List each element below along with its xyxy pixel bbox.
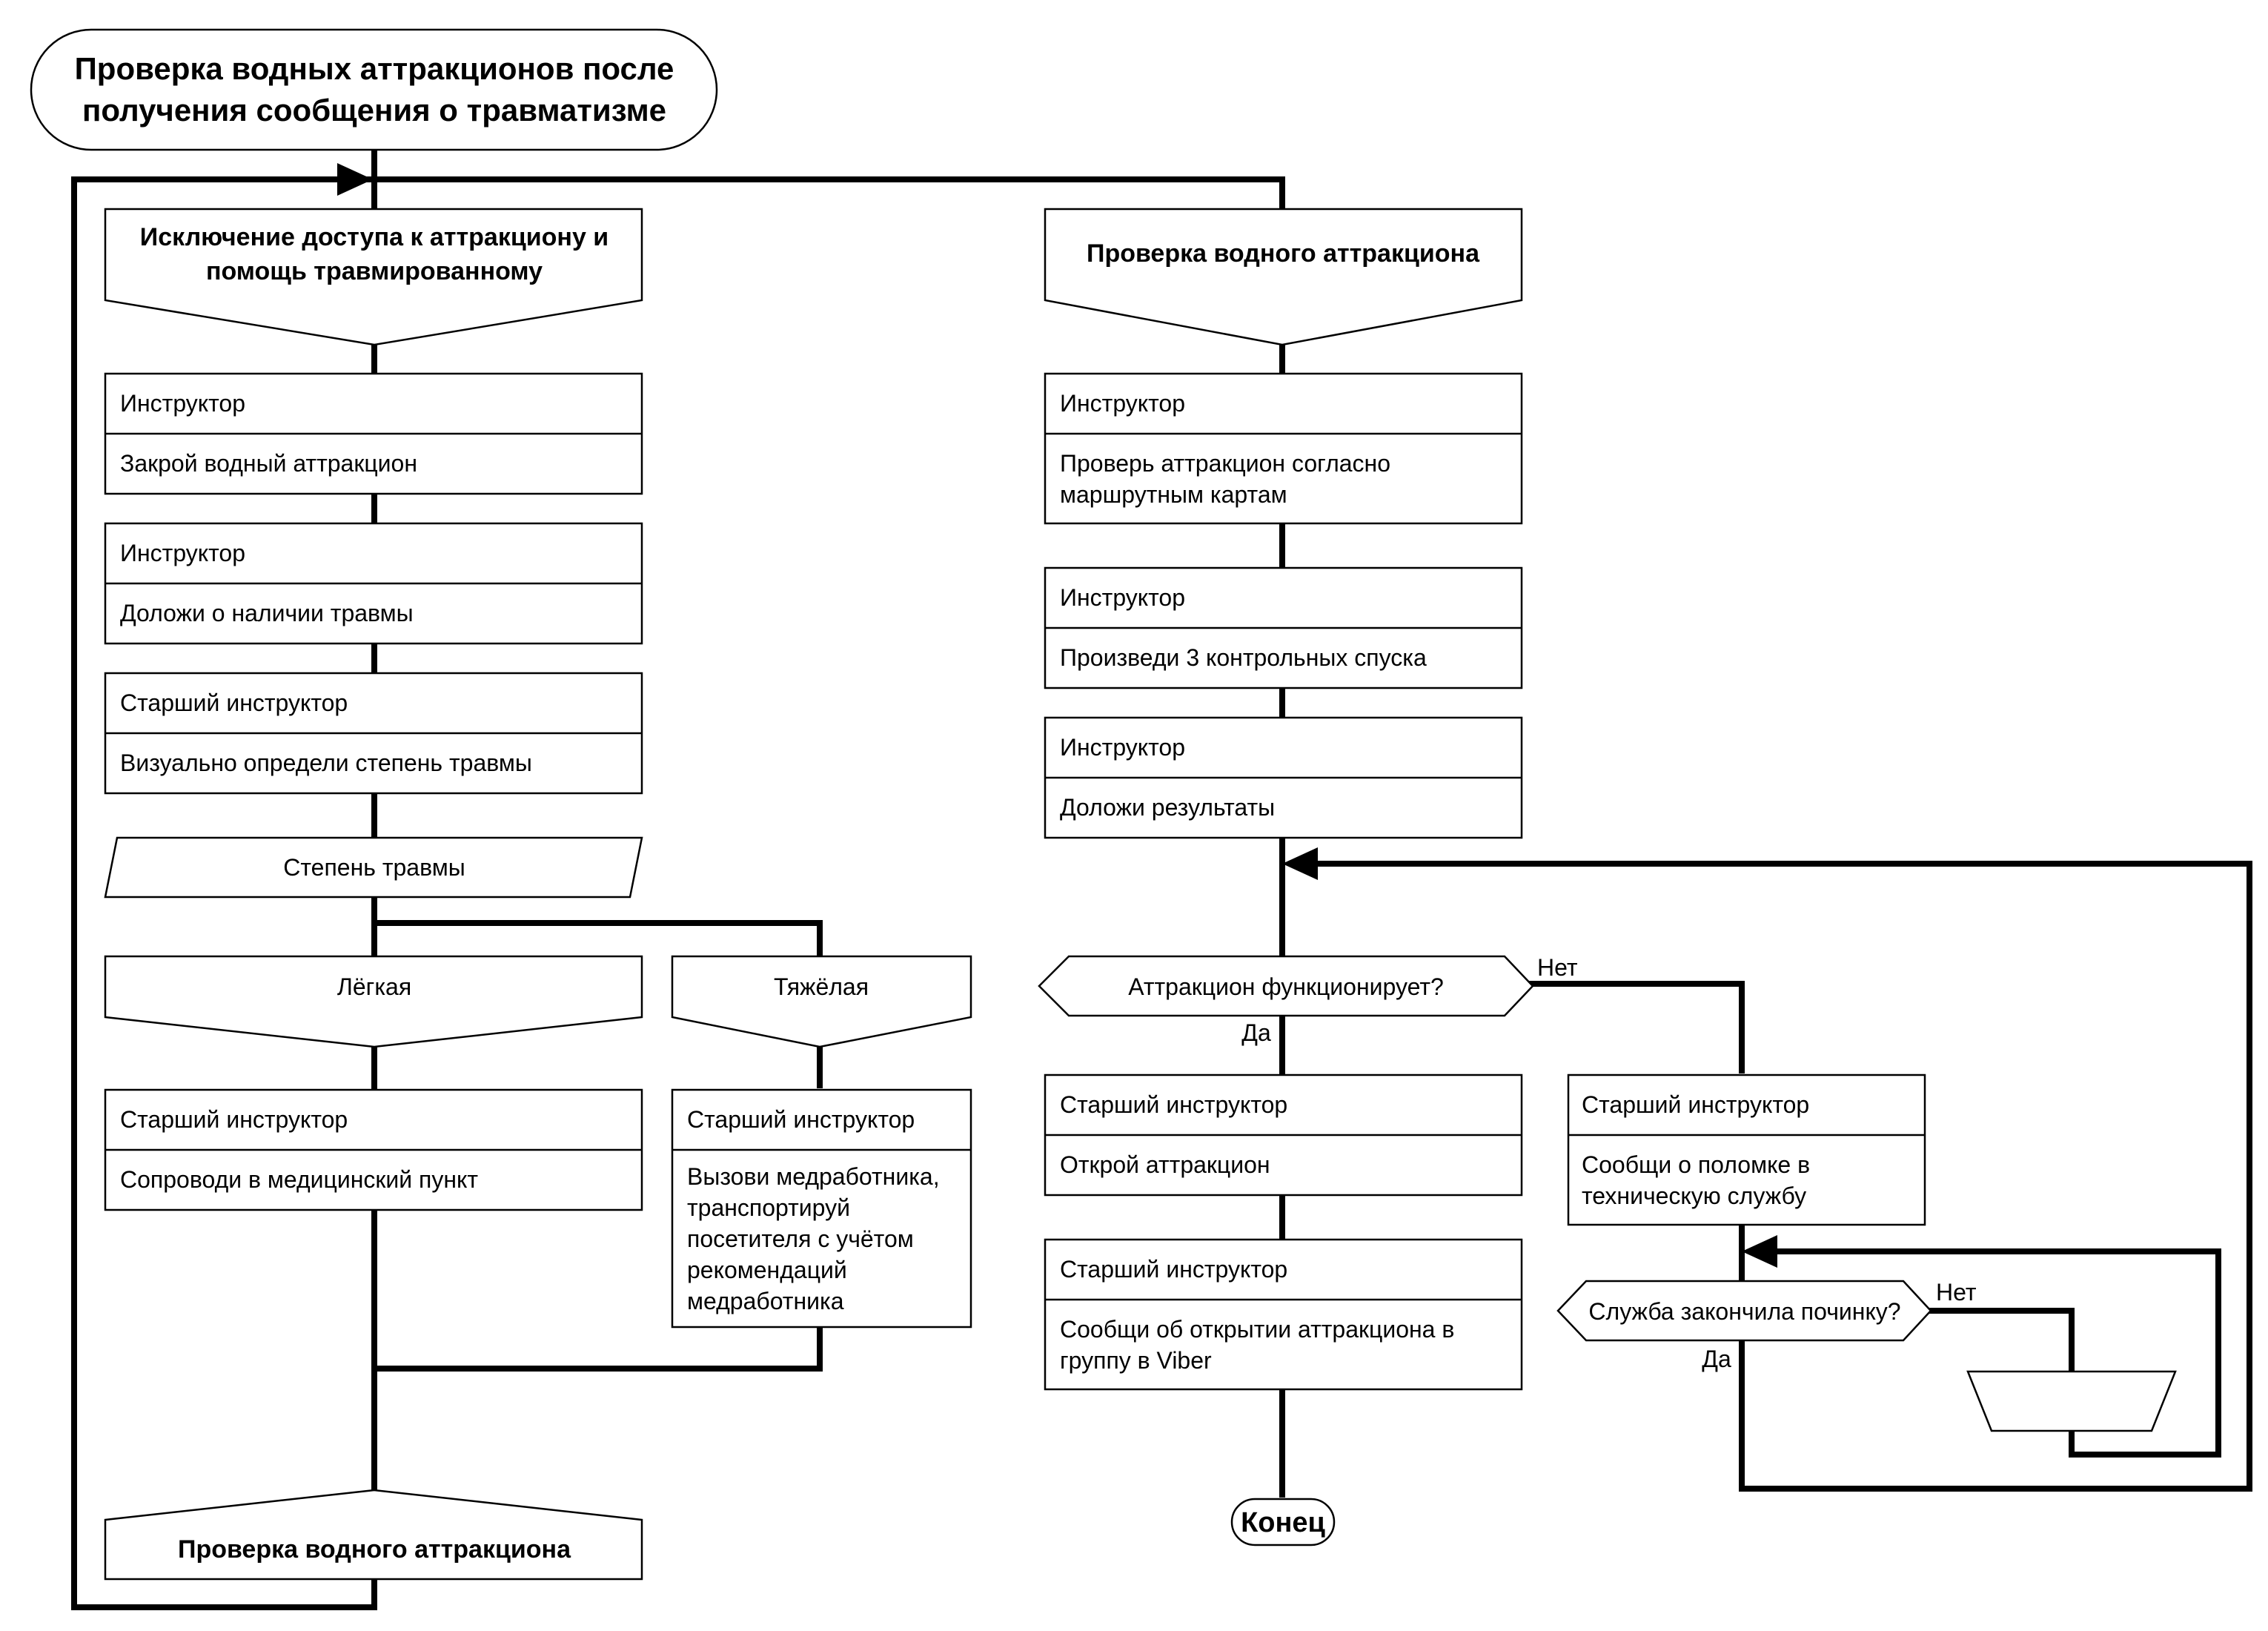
light-step-action: Сопроводи в медицинский пункт	[120, 1166, 478, 1193]
decision-2-yes-label: Да	[1702, 1346, 1731, 1372]
right-step-3: Инструктор Доложи результаты	[1044, 716, 1523, 839]
right-step-1: Инструктор Проверь аттракцион согласно м…	[1044, 372, 1523, 525]
heavy-step-action-line-3: посетителя с учётом	[687, 1225, 914, 1252]
decision-2-no-label: Нет	[1936, 1279, 1977, 1306]
open-step: Старший инструктор Открой аттракцион	[1044, 1073, 1523, 1197]
heavy-step-box	[671, 1088, 972, 1329]
notify-step-role: Старший инструктор	[1060, 1256, 1287, 1283]
light-step: Старший инструктор Сопроводи в медицинск…	[104, 1088, 643, 1211]
connector-no1-branch	[1527, 981, 1745, 1073]
case-light-shape	[104, 955, 643, 1048]
arrowhead-q1-loop	[1282, 847, 1318, 880]
title-shape	[30, 28, 718, 151]
connector-no2-loop	[1764, 1248, 2221, 1458]
case-light: Лёгкая	[104, 955, 643, 1048]
report-step-action-line-1: Сообщи о поломке в	[1582, 1151, 1810, 1178]
input-parallelogram	[104, 836, 643, 899]
left-header-shape	[104, 208, 643, 346]
left-step-3-action: Визуально определи степень травмы	[120, 750, 532, 776]
report-step-role: Старший инструктор	[1582, 1091, 1809, 1118]
right-header-shape	[1044, 208, 1523, 346]
light-step-role: Старший инструктор	[120, 1106, 348, 1133]
open-step-role: Старший инструктор	[1060, 1091, 1287, 1118]
left-header-line-2: помощь травмированному	[206, 257, 543, 285]
notify-step: Старший инструктор Сообщи об открытии ат…	[1044, 1238, 1523, 1391]
heavy-step: Старший инструктор Вызови медработника, …	[671, 1088, 972, 1329]
arrowhead-loop-left	[337, 163, 373, 196]
left-step-1-action: Закрой водный аттракцион	[120, 450, 417, 477]
connector-heavy-merge	[374, 1326, 823, 1372]
decision-2: Служба закончила починку? Да Нет	[1556, 1279, 1977, 1372]
case-light-label: Лёгкая	[337, 973, 411, 1000]
left-step-2-role: Инструктор	[120, 540, 245, 566]
left-step-3-role: Старший инструктор	[120, 689, 348, 716]
case-heavy: Тяжёлая	[671, 955, 972, 1048]
heavy-step-action-line-5: медработника	[687, 1288, 844, 1314]
right-header-label: Проверка водного аттракциона	[1087, 239, 1480, 268]
right-step-2: Инструктор Произведи 3 контрольных спуск…	[1044, 566, 1523, 689]
right-step-1-action-line-2: маршрутным картам	[1060, 481, 1287, 508]
report-step: Старший инструктор Сообщи о поломке в те…	[1567, 1073, 1926, 1226]
left-step-3: Старший инструктор Визуально определи ст…	[104, 672, 643, 795]
left-input: Степень травмы	[104, 836, 643, 899]
input-label: Степень травмы	[283, 854, 465, 881]
left-header-line-1: Исключение доступа к аттракциону и	[140, 223, 609, 251]
right-header-block: Проверка водного аттракциона	[1044, 208, 1523, 346]
right-step-3-action: Доложи результаты	[1060, 794, 1275, 821]
left-step-2-action: Доложи о наличии травмы	[120, 600, 414, 626]
title-terminator: Проверка водных аттракционов после получ…	[30, 28, 718, 151]
heavy-step-role: Старший инструктор	[687, 1106, 915, 1133]
notify-step-box	[1044, 1238, 1523, 1391]
title-line-2: получения сообщения о травматизме	[82, 93, 666, 128]
report-step-box	[1567, 1073, 1926, 1226]
heavy-step-action-line-4: рекомендаций	[687, 1257, 847, 1283]
wait-trapezoid	[1966, 1370, 2177, 1432]
decision-1-shape	[1038, 955, 1534, 1017]
right-step-1-role: Инструктор	[1060, 390, 1185, 417]
connector-loop-top-right	[374, 176, 1285, 214]
left-step-1-role: Инструктор	[120, 390, 245, 417]
connector-loop-back-left	[71, 176, 377, 1610]
goto-label: Проверка водного аттракциона	[178, 1535, 571, 1564]
end-shape	[1230, 1498, 1336, 1546]
heavy-step-action-line-1: Вызови медработника,	[687, 1163, 940, 1190]
left-header-block: Исключение доступа к аттракциону и помощ…	[104, 208, 643, 346]
right-step-2-action: Произведи 3 контрольных спуска	[1060, 644, 1427, 671]
decision-2-label: Служба закончила починку?	[1588, 1298, 1900, 1325]
connector-yes2-loop	[1304, 861, 2252, 1492]
wait-block	[1966, 1370, 2177, 1432]
left-step-2: Инструктор Доложи о наличии травмы	[104, 522, 643, 645]
connector-branch-heavy	[374, 920, 823, 956]
heavy-step-action-line-2: транспортируй	[687, 1194, 850, 1221]
decision-1-label: Аттракцион функционирует?	[1128, 973, 1444, 1000]
case-heavy-shape	[671, 955, 972, 1048]
goto-shape	[104, 1489, 643, 1581]
right-step-2-role: Инструктор	[1060, 584, 1185, 611]
open-step-action: Открой аттракцион	[1060, 1151, 1270, 1178]
end-terminator: Конец	[1230, 1498, 1336, 1546]
right-step-1-box	[1044, 372, 1523, 525]
decision-1-no-label: Нет	[1537, 954, 1578, 981]
right-step-3-role: Инструктор	[1060, 734, 1185, 761]
arrowhead-q2-loop	[1742, 1235, 1777, 1268]
notify-step-action-line-1: Сообщи об открытии аттракциона в	[1060, 1316, 1454, 1343]
right-step-1-action-line-1: Проверь аттракцион согласно	[1060, 450, 1390, 477]
notify-step-action-line-2: группу в Viber	[1060, 1347, 1212, 1374]
left-goto: Проверка водного аттракциона	[104, 1489, 643, 1581]
title-line-1: Проверка водных аттракционов после	[75, 51, 674, 86]
decision-1-yes-label: Да	[1241, 1019, 1271, 1046]
end-label: Конец	[1241, 1507, 1325, 1538]
decision-1: Аттракцион функционирует? Да Нет	[1038, 954, 1578, 1046]
left-step-1: Инструктор Закрой водный аттракцион	[104, 372, 643, 495]
decision-2-shape	[1556, 1280, 1932, 1342]
report-step-action-line-2: техническую службу	[1582, 1182, 1806, 1209]
case-heavy-label: Тяжёлая	[774, 973, 869, 1000]
